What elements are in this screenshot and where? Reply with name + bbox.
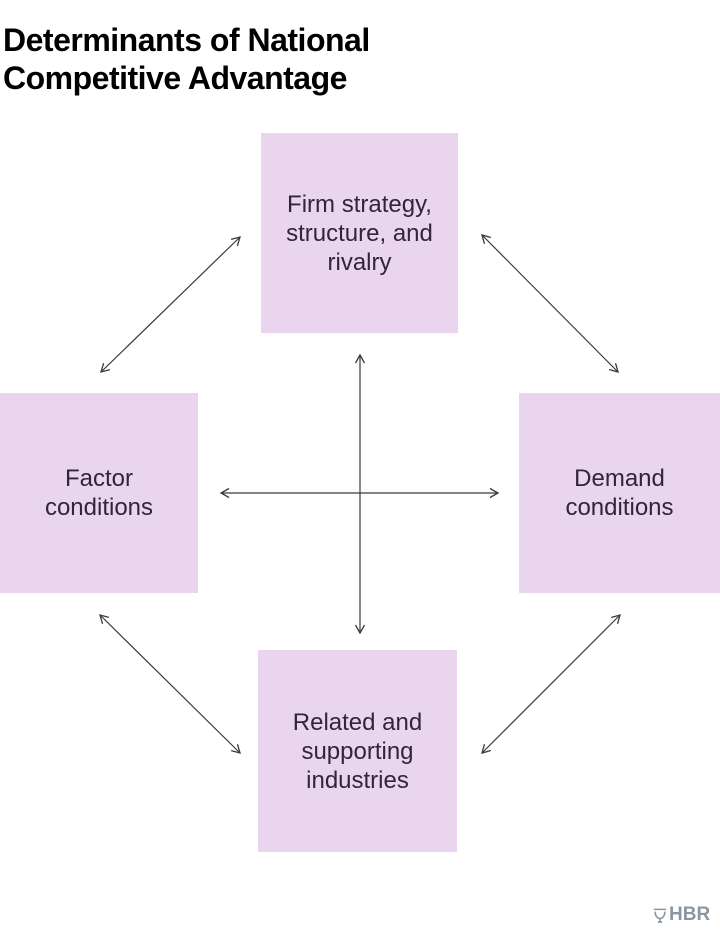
arrow-top-right-diagonal bbox=[481, 234, 619, 373]
node-label: Related and supporting industries bbox=[292, 708, 423, 794]
node-demand-conditions: Demand conditions bbox=[519, 393, 720, 593]
arrow-top-left-diagonal bbox=[100, 236, 241, 373]
hbr-shield-icon bbox=[653, 907, 667, 924]
node-related-industries: Related and supporting industries bbox=[258, 650, 457, 852]
node-firm-strategy: Firm strategy, structure, and rivalry bbox=[261, 133, 458, 333]
node-factor-conditions: Factor conditions bbox=[0, 393, 198, 593]
arrow-bottom-right-diagonal bbox=[481, 614, 621, 754]
node-label: Demand conditions bbox=[565, 465, 674, 521]
node-label: Firm strategy, structure, and rivalry bbox=[286, 190, 433, 276]
page-title: Determinants of National Competitive Adv… bbox=[3, 22, 370, 97]
hbr-logo-text: HBR bbox=[669, 904, 711, 925]
hbr-logo: HBR bbox=[653, 904, 710, 926]
node-label: Factor conditions bbox=[44, 465, 154, 521]
arrow-bottom-left-diagonal bbox=[99, 614, 241, 754]
